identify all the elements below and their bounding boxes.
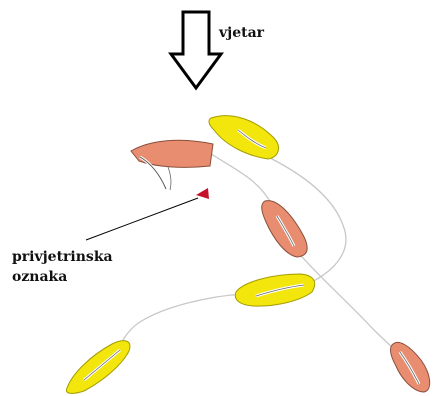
orange-boat-middle bbox=[261, 200, 308, 258]
mark-label-line-2: oznaka bbox=[12, 269, 67, 285]
yellow-boat-middle bbox=[234, 273, 316, 307]
mark-leader-line bbox=[85, 197, 199, 241]
wind-label: vjetar bbox=[218, 25, 265, 41]
windward-mark-icon bbox=[196, 188, 209, 199]
orange-boat-track bbox=[204, 149, 273, 206]
wind-arrow-icon bbox=[168, 10, 224, 91]
orange-boat-top bbox=[130, 139, 214, 191]
mark-label-line-1: privjetrinska bbox=[12, 249, 113, 265]
orange-boat-track-lower bbox=[295, 249, 405, 361]
yellow-boat-track-lower bbox=[117, 293, 245, 349]
yellow-boat-bottom bbox=[65, 340, 131, 394]
yellow-boat-top bbox=[208, 115, 280, 160]
yellow-boat-track bbox=[259, 152, 347, 283]
orange-boat-bottom bbox=[390, 341, 431, 393]
